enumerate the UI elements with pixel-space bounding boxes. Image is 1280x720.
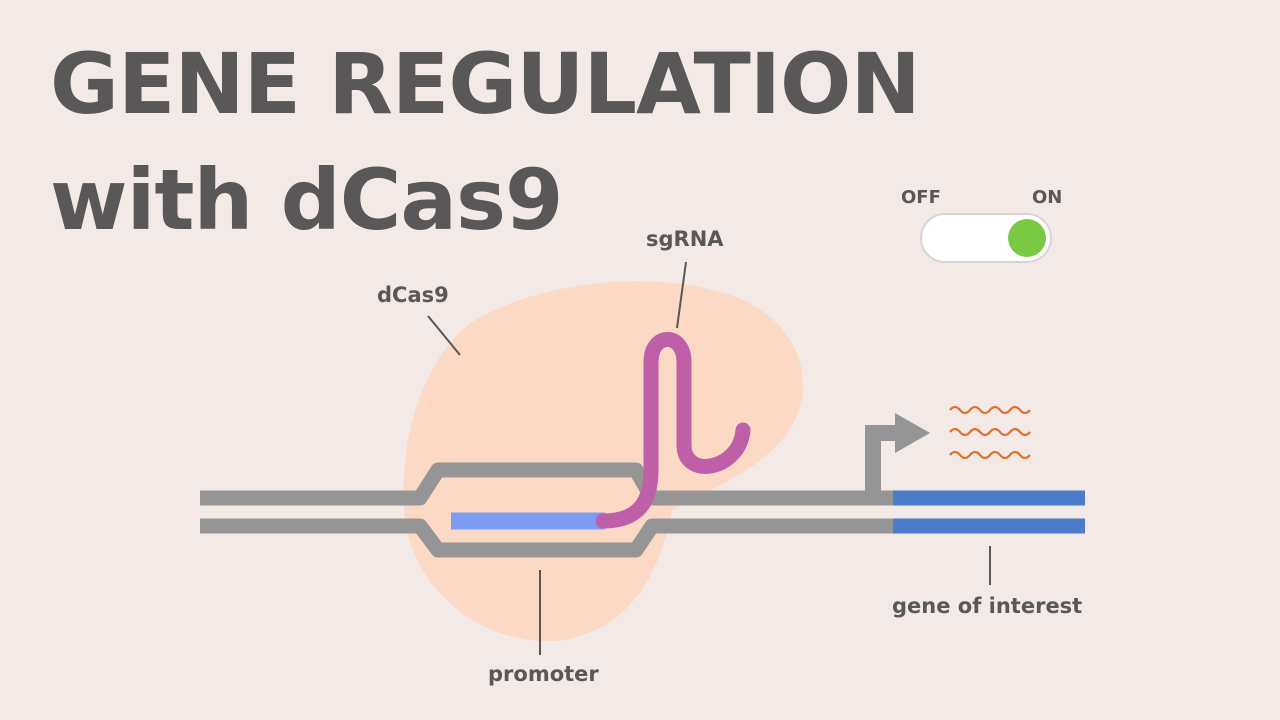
page-title-line-2: with dCas9 — [50, 151, 563, 249]
mrna-transcript-3 — [949, 450, 1031, 460]
label-gene-of-interest: gene of interest — [892, 594, 1083, 618]
label-dcas9: dCas9 — [377, 283, 449, 307]
transcription-arrow — [865, 425, 903, 492]
dcas9-protein-blob — [403, 281, 804, 642]
label-sgrna: sgRNA — [646, 227, 724, 251]
leader-line-dcas9 — [427, 315, 461, 356]
dna-top-strand — [200, 462, 893, 506]
toggle-off-label: OFF — [901, 187, 941, 208]
toggle-knob[interactable] — [1008, 219, 1046, 257]
label-promoter: promoter — [488, 662, 599, 686]
leader-line-sgrna — [676, 261, 687, 329]
on-off-toggle[interactable] — [920, 213, 1052, 263]
mrna-transcript-2 — [949, 427, 1031, 437]
dna-bottom-strand — [200, 518, 893, 558]
mrna-transcript-1 — [949, 405, 1031, 415]
sgrna-hairpin — [595, 332, 751, 529]
transcription-arrowhead — [895, 413, 930, 453]
page-title-line-1: GENE REGULATION — [50, 35, 921, 133]
toggle-on-label: ON — [1032, 187, 1063, 208]
